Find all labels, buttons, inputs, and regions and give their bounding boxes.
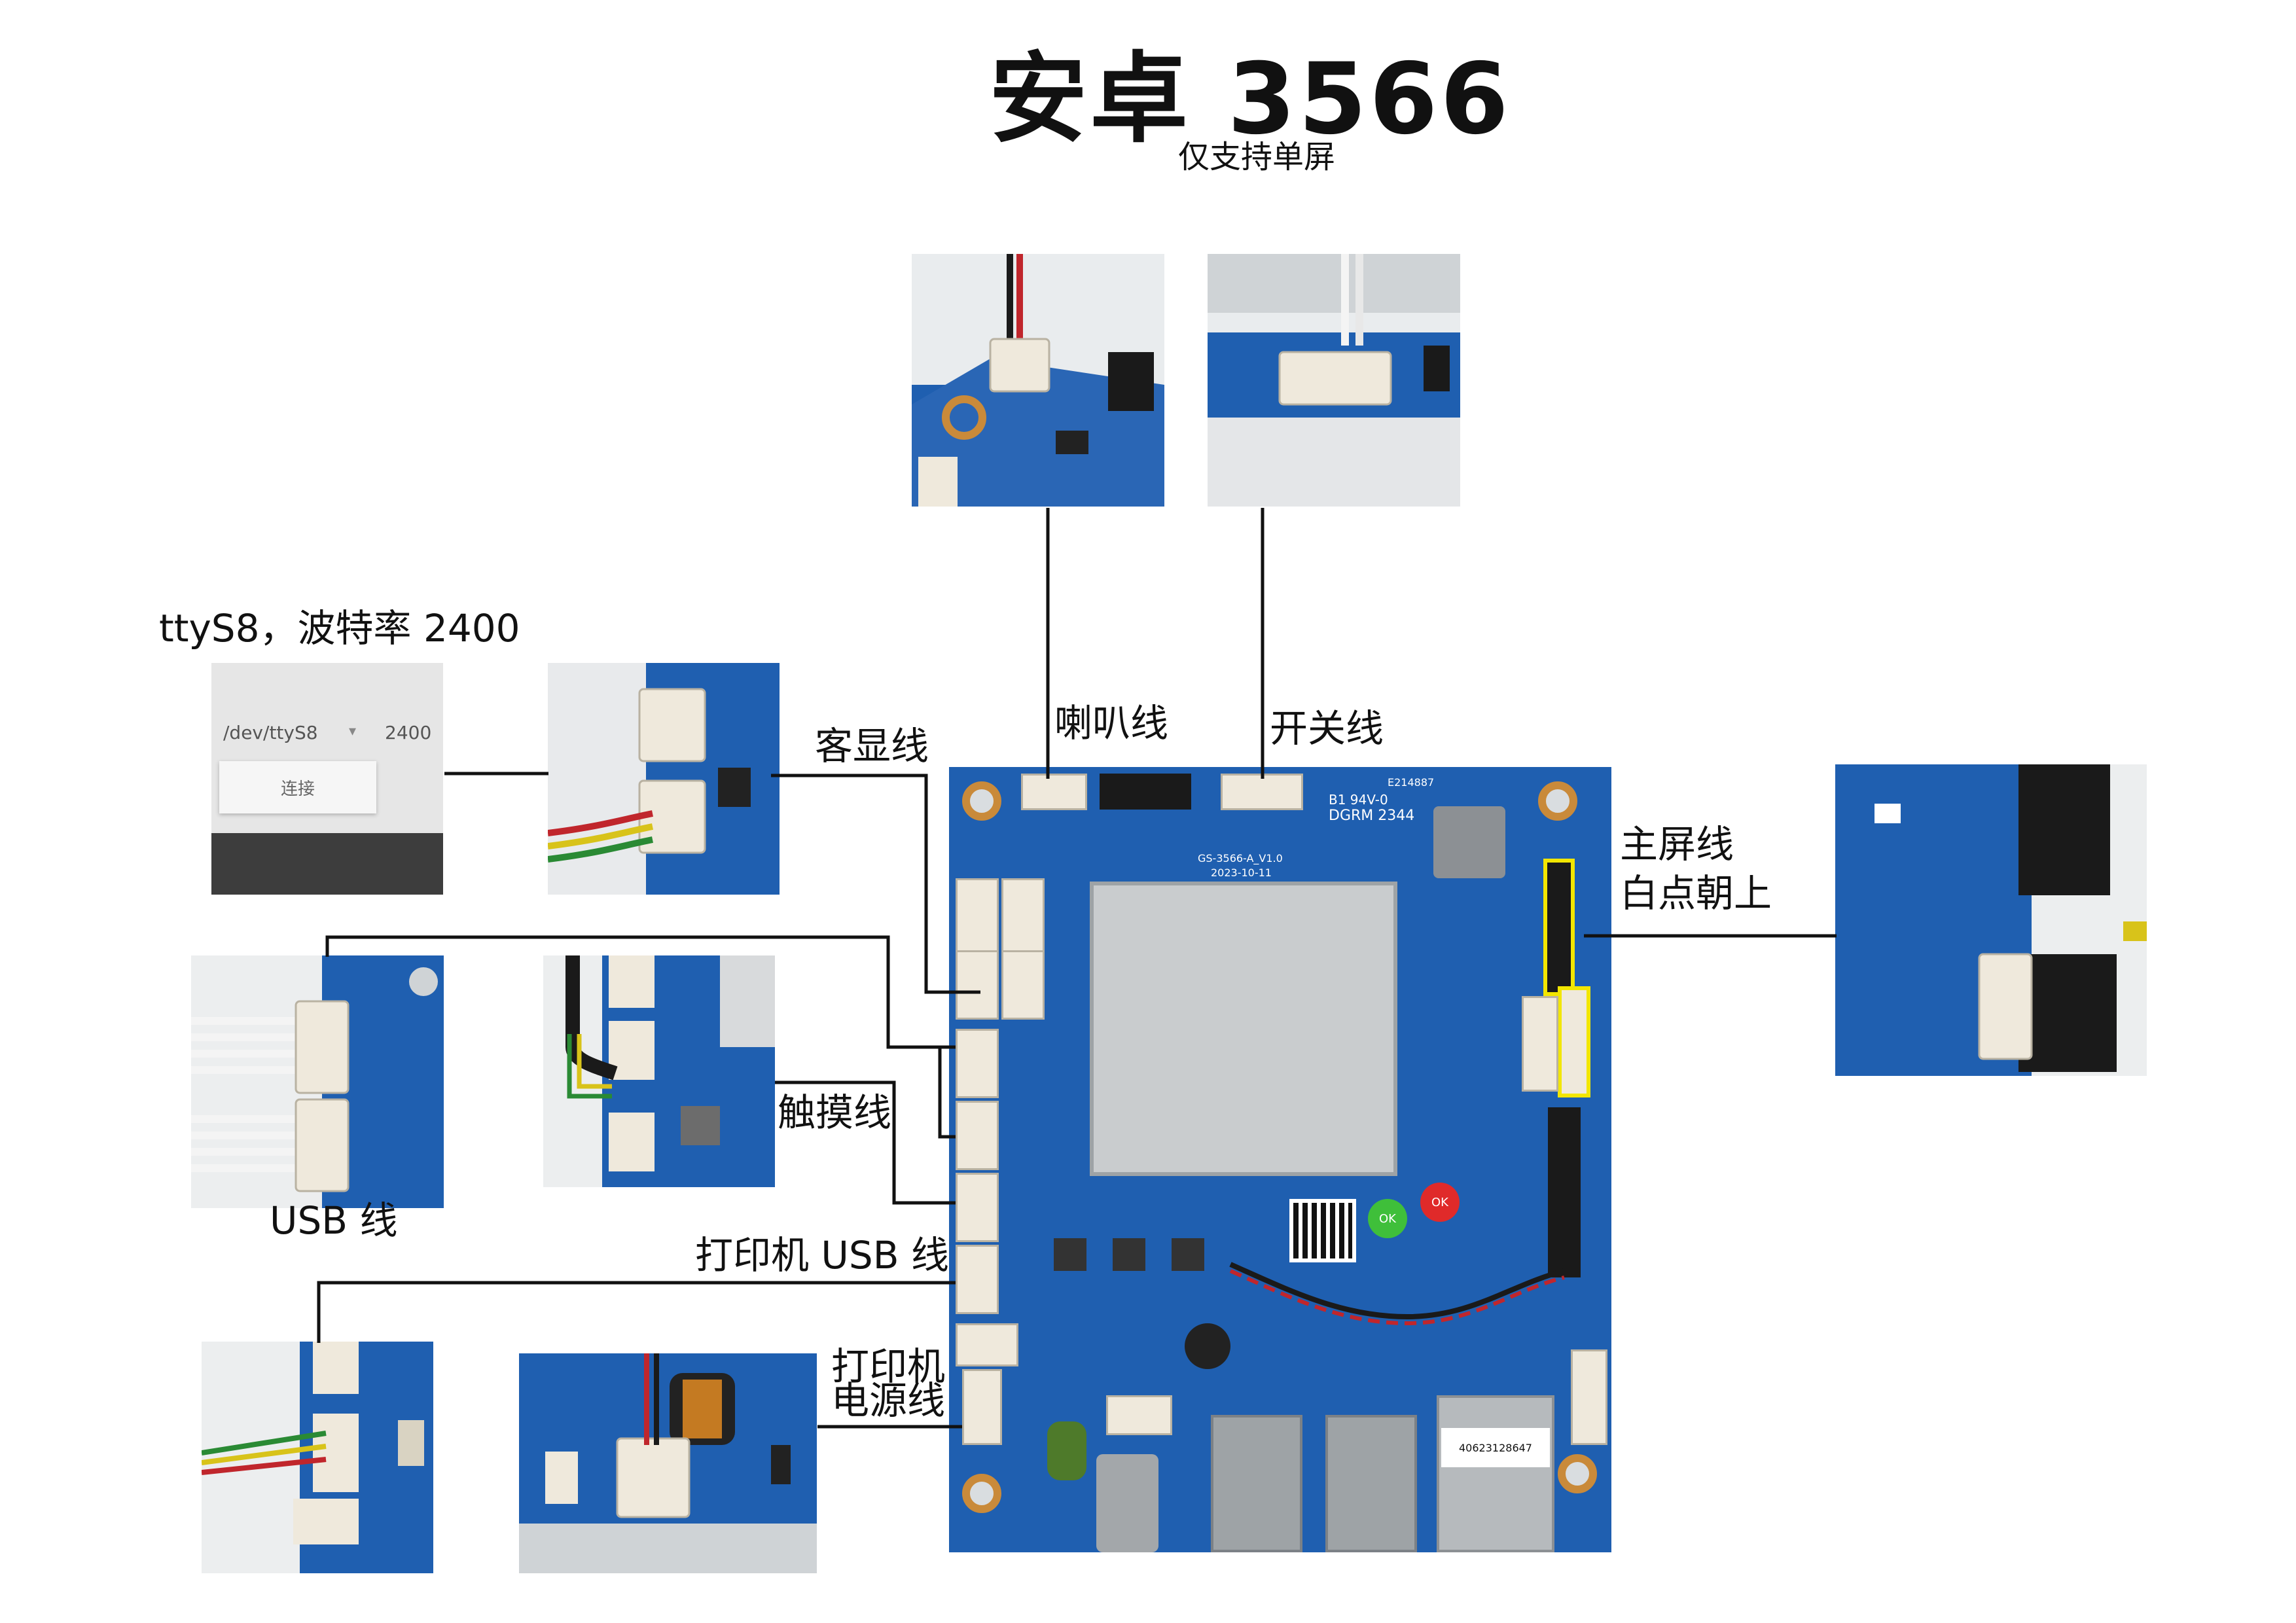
photo-main-screen-connector: [1835, 764, 2147, 1076]
usb-header: [956, 1029, 999, 1098]
photo-printer-power-connector: [519, 1353, 817, 1573]
serial-port-field: /dev/ttyS8: [223, 722, 318, 743]
right-pin-header: [1548, 1107, 1581, 1277]
soc-shield: [1090, 882, 1397, 1176]
touch-header: [956, 1173, 999, 1242]
board-ul-text: E214887: [1388, 776, 1435, 789]
qr-code: [1289, 1199, 1356, 1262]
chevron-down-icon: ▾: [349, 723, 357, 740]
photo-speaker-connector: [912, 254, 1164, 507]
label-main-screen-note: 白点朝上: [1620, 871, 1772, 916]
label-guest-display: 客显线: [815, 724, 929, 768]
inductor-3: [1172, 1238, 1204, 1271]
line-touch: [775, 1080, 956, 1205]
dc-jack-header: [1106, 1395, 1172, 1435]
left-connector-3: [956, 950, 999, 1020]
label-usb: USB 线: [270, 1198, 398, 1243]
usb-c-port: [1096, 1454, 1158, 1552]
camera-header: [956, 1101, 999, 1170]
lvds-header-highlight: [1558, 986, 1590, 1097]
connect-button: 连接: [219, 761, 376, 813]
board-code-text: DGRM 2344: [1329, 808, 1415, 824]
right-lower-header: [1571, 1349, 1607, 1445]
mount-hole-bottom-left: [962, 1474, 1001, 1513]
label-main-screen: 主屏线: [1620, 822, 1734, 866]
pass-sticker-green: OK: [1368, 1199, 1407, 1238]
printer-usb-header: [956, 1245, 999, 1314]
main-screen-header-highlight: [1543, 859, 1575, 996]
label-printer-usb: 打印机 USB 线: [695, 1233, 949, 1277]
main-board-photo: DGRM 2344 B1 94V-0 E214887 GS-3566-A_V1.…: [949, 767, 1611, 1552]
ethernet-port: [1437, 1395, 1554, 1552]
left-connector-4: [1001, 950, 1045, 1020]
photo-guest-display-connector: [548, 663, 780, 895]
usb-a-port-2: [1325, 1415, 1417, 1552]
photo-switch-connector: [1208, 254, 1460, 507]
usb-a-port-1: [1211, 1415, 1302, 1552]
label-serial-note: ttyS8，波特率 2400: [159, 606, 520, 651]
label-touch: 触摸线: [778, 1090, 892, 1135]
barcode-text: 40623128647: [1459, 1441, 1532, 1454]
capacitor: [1185, 1323, 1230, 1369]
label-switch: 开关线: [1270, 706, 1384, 751]
battery-wire: [1229, 1262, 1565, 1326]
pass-sticker-red: OK: [1420, 1183, 1460, 1222]
page-title: 安卓 3566: [989, 43, 1511, 156]
label-speaker: 喇叭线: [1054, 701, 1169, 745]
inductor-1: [1054, 1238, 1086, 1271]
connect-button-label: 连接: [280, 779, 315, 799]
pass-sticker-green-text: OK: [1379, 1211, 1396, 1226]
speaker-port: [1021, 774, 1087, 810]
fuse: [1047, 1421, 1086, 1480]
photo-usb-connector: [191, 955, 444, 1208]
inductor-2: [1113, 1238, 1145, 1271]
board-model-text: GS-3566-A_V1.0: [1198, 852, 1283, 865]
left-connector-1: [956, 878, 999, 954]
board-date-text: 2023-10-11: [1211, 866, 1272, 879]
lvds-aux-header: [1522, 996, 1558, 1092]
line-guest-display: [771, 774, 980, 994]
printer-power-header: [962, 1369, 1002, 1445]
board-rating-text: B1 94V-0: [1329, 792, 1388, 808]
label-printer-power: 打印机: [831, 1344, 946, 1389]
serial-baud-field: 2400: [385, 722, 432, 743]
photo-touch-connector: [543, 955, 775, 1187]
aux-header: [956, 1323, 1018, 1366]
pass-sticker-red-text: OK: [1431, 1195, 1448, 1209]
photo-printer-usb-connector: [202, 1342, 433, 1573]
line-usb: [325, 935, 956, 1049]
wifi-module: [1433, 806, 1505, 878]
label-printer-power-2: 电源线: [831, 1378, 946, 1423]
barcode-label: 40623128647: [1441, 1428, 1550, 1467]
pin-header: [1100, 774, 1191, 810]
line-usb-branch: [938, 1047, 956, 1139]
line-printer-usb: [317, 1281, 956, 1343]
photo-serial-screen: /dev/ttyS8 ▾ 2400 连接: [211, 663, 443, 895]
page-subtitle: 仅支持单屏: [1177, 139, 1335, 175]
